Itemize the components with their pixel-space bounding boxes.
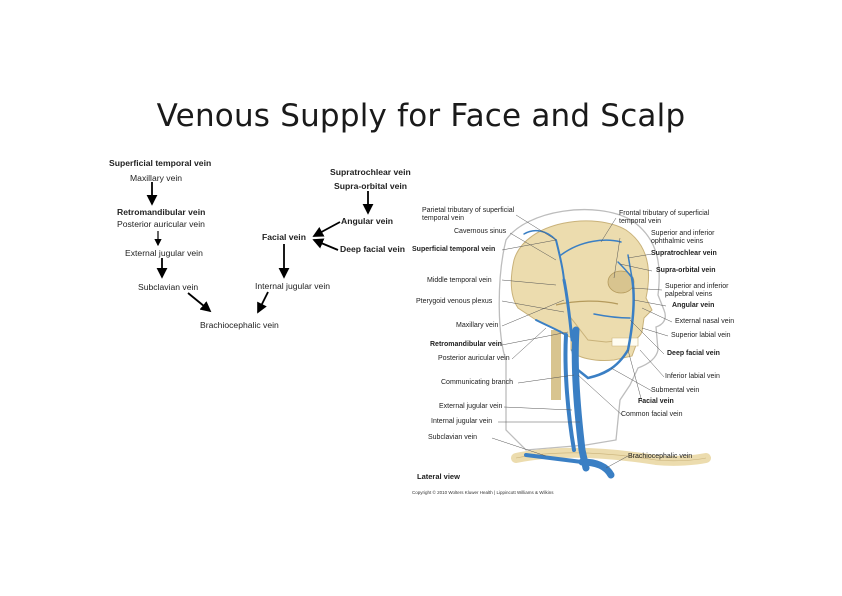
supraorbital-vein (617, 261, 633, 279)
fig-label-superficial-temporal-vein: Superficial temporal vein (412, 246, 496, 253)
fig-label-inferior-labial-vein: Inferior labial vein (665, 373, 720, 380)
fig-label-facial-vein: Facial vein (638, 398, 674, 405)
fig-label-palpebral-veins: Superior and inferior palpebral veins (665, 283, 729, 298)
facial-vein-label: Facial vein (262, 232, 306, 242)
fig-label-middle-temporal-vein: Middle temporal vein (427, 277, 492, 284)
internal-jugular-vein (571, 326, 590, 472)
fig-label-pterygoid-venous-plexus: Pterygoid venous plexus (416, 298, 493, 305)
fig-label-posterior-auricular-vein: Posterior auricular vein (438, 355, 510, 362)
fig-label-brachiocephalic-vein: Brachiocephalic vein (628, 453, 693, 460)
subclavian-vein-label: Subclavian vein (138, 282, 199, 292)
head-neck-illustration (491, 209, 711, 479)
internal-jugular-vein-label: Internal jugular vein (255, 281, 331, 291)
fig-label-angular-vein: Angular vein (672, 302, 715, 309)
deep-facial-vein (593, 313, 631, 319)
external-jugular-vein-label: External jugular vein (125, 248, 203, 258)
communicating-branch (571, 349, 577, 379)
orbit (607, 270, 635, 294)
fig-label-cavernous-sinus: Cavernous sinus (454, 228, 507, 235)
fig-label-external-nasal-vein: External nasal vein (675, 318, 735, 325)
fig-label-subclavian-vein: Subclavian vein (428, 434, 478, 441)
fig-label-deep-facial-vein: Deep facial vein (667, 350, 720, 357)
submental-vein (587, 367, 612, 379)
teeth (611, 337, 639, 347)
fig-label-common-facial-vein: Common facial vein (621, 411, 683, 418)
fig-label-maxillary-vein: Maxillary vein (456, 322, 499, 329)
frontal-tributary (560, 239, 622, 256)
superficial-temporal-vein (555, 239, 565, 283)
clavicle-outline (515, 452, 707, 462)
fig-label-submental-vein: Submental vein (651, 387, 700, 394)
retromandibular-vein-label: Retromandibular vein (117, 207, 206, 217)
fig-label-communicating-branch: Communicating branch (441, 379, 513, 386)
subclavian-vein (524, 453, 584, 464)
angular-vein-label: Angular vein (341, 216, 394, 226)
posterior-auricular-vein (535, 319, 567, 336)
fig-label-superior-labial-vein: Superior labial vein (671, 332, 731, 339)
deep-facial-vein-label: Deep facial vein (340, 244, 405, 254)
arrow-deep-facial-to-facial (312, 238, 339, 251)
fig-label-ophthalmic-veins: Superior and inferior ophthalmic veins (651, 230, 715, 245)
fig-label-retromandibular-vein: Retromandibular vein (430, 341, 502, 348)
fig-label-internal-jugular-vein: Internal jugular vein (431, 418, 493, 425)
fig-label-supraorbital-vein: Supra-orbital vein (656, 267, 716, 274)
maxillary-vein-label: Maxillary vein (130, 173, 183, 183)
supratrochlear-vein-label: Supratrochlear vein (330, 167, 411, 177)
parietal-tributary (523, 229, 557, 241)
brachiocephalic-vein-label: Brachiocephalic vein (200, 320, 279, 330)
posterior-auricular-vein-label: Posterior auricular vein (117, 219, 205, 229)
supraorbital-vein-label: Supra-orbital vein (334, 181, 408, 191)
fig-label-external-jugular-vein: External jugular vein (439, 403, 503, 410)
fig-label-parietal-tributary: Parietal tributary of superficial tempor… (422, 207, 515, 222)
arrow-internal-jugular-to-brachiocephalic (257, 291, 269, 314)
retromandibular-vein (562, 278, 574, 342)
zygomatic-arch (555, 300, 619, 306)
arrow-angular-to-facial (312, 221, 341, 237)
copyright-notice: Copyright © 2010 Wolters Kluwer Health |… (412, 490, 554, 495)
slide-title: Venous Supply for Face and Scalp (156, 98, 686, 134)
head-skin-outline (498, 209, 666, 451)
fig-label-frontal-tributary: Frontal tributary of superficial tempora… (619, 210, 710, 225)
arrow-subclavian-to-brachiocephalic (187, 292, 212, 313)
external-jugular-vein (563, 333, 576, 452)
fig-label-supratrochlear-vein: Supratrochlear vein (651, 250, 717, 257)
superficial-temporal-vein-label: Superficial temporal vein (109, 158, 212, 168)
supratrochlear-vein (627, 254, 633, 279)
brachiocephalic-vein (578, 458, 615, 479)
view-caption: Lateral view (417, 472, 460, 481)
